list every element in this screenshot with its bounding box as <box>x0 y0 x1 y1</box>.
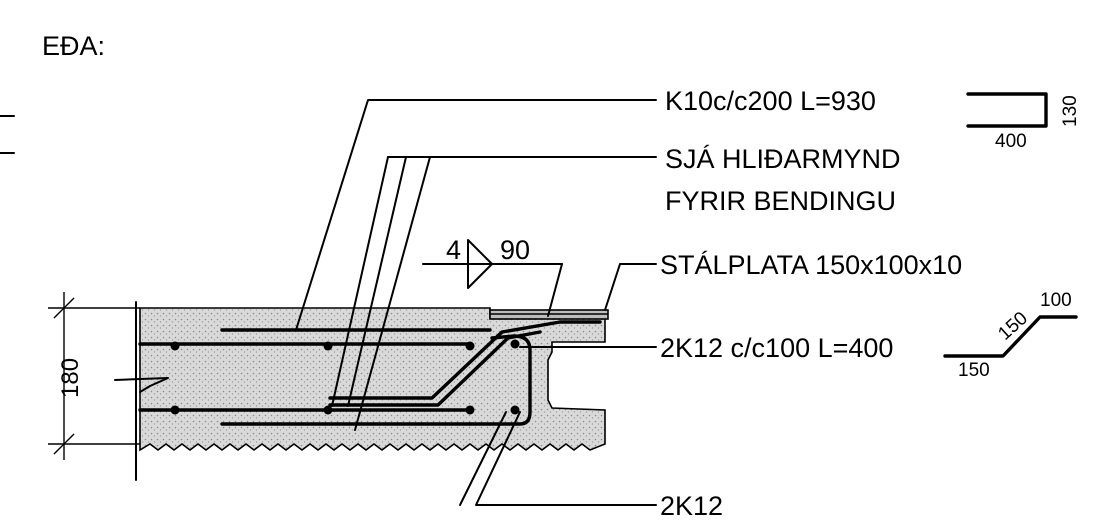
bent-shape-diag: 150 <box>994 308 1032 345</box>
bent-shape <box>943 315 1078 358</box>
weld-symbol: 4 90 <box>422 235 563 317</box>
bent-shape-right: 100 <box>1040 290 1072 311</box>
dim-tick-bottom <box>53 433 75 455</box>
label-see-side-1: SJÁ HLIÐARMYND <box>665 144 901 174</box>
leader-side-view: SJÁ HLIÐARMYND FYRIR BENDINGU <box>331 144 901 431</box>
bent-bar-outer <box>328 320 602 400</box>
leader-side-diag-2 <box>347 156 407 407</box>
dim-tick-top <box>53 297 75 319</box>
bent-bar-inner <box>328 330 542 407</box>
rebar-section-2 <box>170 405 180 415</box>
leader-side-diag-1 <box>331 156 389 407</box>
label-plate: STÁLPLATA 150x100x10 <box>660 250 962 280</box>
label-bent-bars: 2K12 c/c100 L=400 <box>660 333 893 363</box>
leader-bottom-line-2 <box>459 411 507 506</box>
rebar-section-7 <box>510 339 520 349</box>
leader-plate: STÁLPLATA 150x100x10 <box>604 250 962 311</box>
weld-fillet-triangle <box>467 239 493 289</box>
weld-length: 90 <box>500 235 530 265</box>
rebar-section-5 <box>465 341 475 351</box>
leader-side-diag-3 <box>354 156 431 431</box>
heading: EÐA: <box>42 31 105 61</box>
weld-size: 4 <box>446 235 461 265</box>
bent-shape-sketch: 150 150 100 <box>943 290 1078 381</box>
break-line <box>114 377 169 393</box>
rebar-section-6 <box>465 405 475 415</box>
label-see-side-2: FYRIR BENDINGU <box>665 186 896 216</box>
rebar-section-8 <box>510 405 520 415</box>
u-stirrup <box>468 334 532 426</box>
leader-bottom-line-1 <box>475 411 657 506</box>
label-bottom-bars: 2K12 <box>660 491 723 521</box>
stirrup-base-length: 400 <box>995 131 1027 152</box>
weld-arrow-line <box>547 263 563 317</box>
stirrup-shape <box>966 92 1048 128</box>
leader-bent-bars: 2K12 c/c100 L=400 <box>519 333 893 363</box>
dim-thickness-label: 180 <box>57 358 84 398</box>
leader-stirrup-line <box>295 99 657 331</box>
rebar-section-1 <box>170 341 180 351</box>
bent-shape-left: 150 <box>958 360 990 381</box>
label-stirrup: K10c/c200 L=930 <box>665 86 876 116</box>
stirrup-leg-length: 130 <box>1060 95 1081 127</box>
stirrup-shape-sketch: 400 130 <box>966 92 1081 152</box>
reinforcement <box>138 320 602 426</box>
rebar-section-3 <box>323 341 333 351</box>
leader-bottom-bars: 2K12 <box>459 411 723 521</box>
leader-stirrup: K10c/c200 L=930 <box>295 86 876 331</box>
rebar-section-4 <box>323 405 333 415</box>
thickness-dimension: 180 <box>48 292 140 460</box>
leader-plate-line <box>604 263 657 311</box>
